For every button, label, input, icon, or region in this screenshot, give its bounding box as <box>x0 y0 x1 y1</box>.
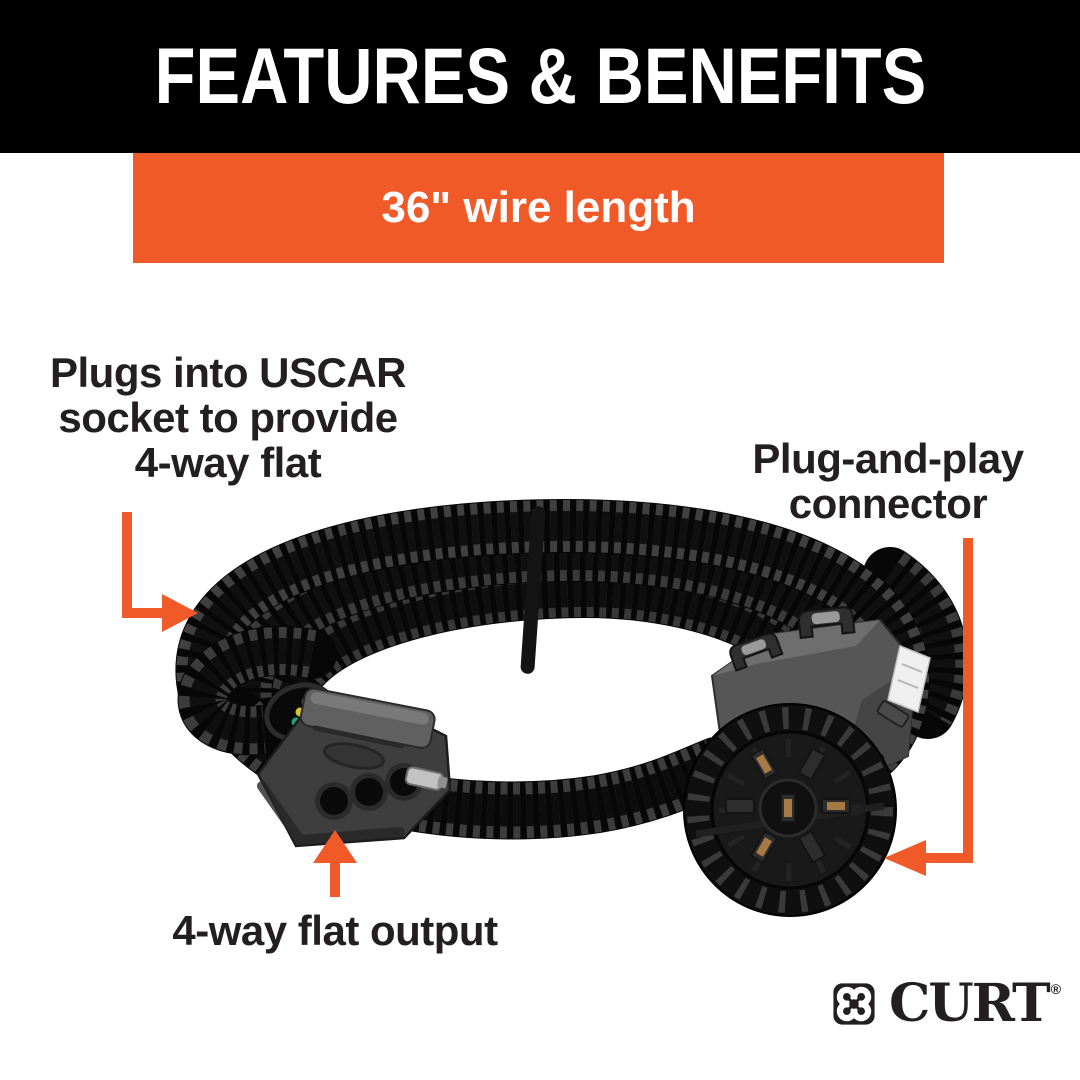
seven-way-uscar-connector <box>683 606 931 917</box>
metal-pin <box>404 766 448 791</box>
blade-terminals <box>725 748 851 863</box>
embossed-logo-oval <box>322 742 386 770</box>
annotation-plug-and-play: Plug-and-play connector <box>752 435 1024 527</box>
mounting-clip <box>729 632 784 672</box>
connector-face <box>683 703 897 917</box>
page-title: FEATURES & BENEFITS <box>154 32 926 121</box>
wire-length-text: 36" wire length <box>381 183 696 232</box>
curt-clover-icon <box>833 983 875 1025</box>
curt-logo: CURT ® <box>832 973 1062 1034</box>
registered-mark: ® <box>1050 981 1062 997</box>
mounting-clip <box>797 606 856 639</box>
header-bar: FEATURES & BENEFITS <box>0 0 1080 153</box>
uscar-arrow <box>122 512 198 632</box>
wire-length-banner: 36" wire length <box>133 153 944 263</box>
label-sticker <box>887 644 931 714</box>
annotation-uscar: Plugs into USCAR socket to provide 4-way… <box>50 349 407 486</box>
cable-tie <box>520 506 546 674</box>
plug-and-play-arrow <box>884 538 973 876</box>
callout-arrows <box>122 512 973 897</box>
four-way-flat-connector <box>256 687 452 848</box>
curt-wordmark: CURT <box>889 973 1051 1034</box>
body-groove <box>312 725 405 749</box>
four-way-output-arrow <box>313 830 357 897</box>
annotation-four-way-output: 4-way flat output <box>172 907 498 954</box>
